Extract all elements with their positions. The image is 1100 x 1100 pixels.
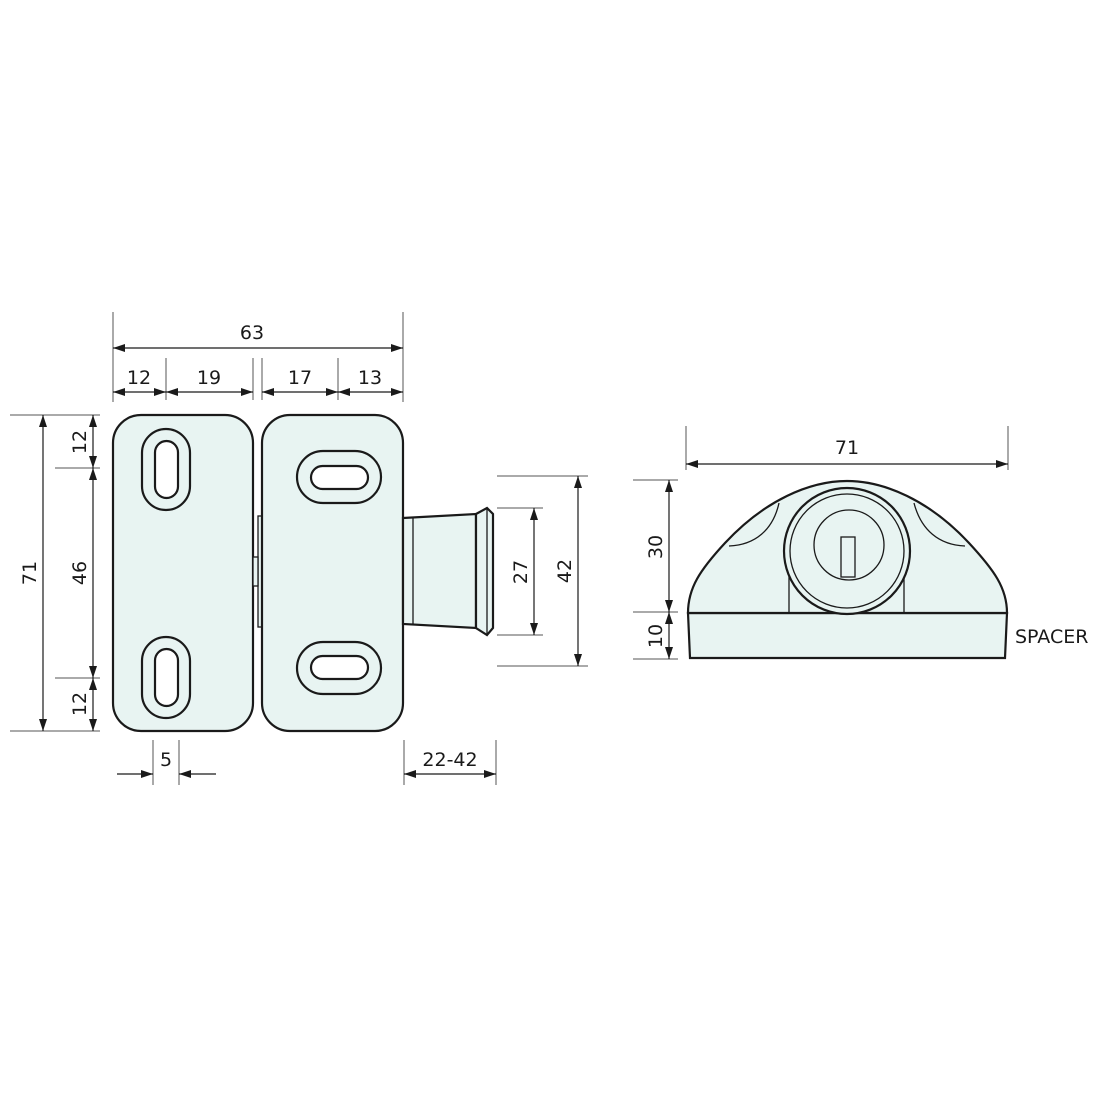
lock-cylinder-outer (782, 486, 912, 616)
right-plate-slot-bottom (295, 640, 383, 696)
dim-height-bottom: 12 (69, 692, 91, 716)
dim-overall-height: 71 (19, 561, 41, 585)
dim-width-3: 17 (288, 367, 312, 389)
dim-overall-width: 63 (240, 322, 264, 344)
right-plate-slot-top (295, 449, 383, 505)
dim-plunger-diameter: 27 (510, 560, 532, 584)
front-view: 63 12 19 17 13 71 12 46 12 27 42 (10, 312, 588, 785)
plunger (401, 506, 495, 637)
dim-width-1: 12 (127, 367, 151, 389)
dim-plunger-housing: 42 (554, 559, 576, 583)
lock-cylinder-inner (813, 509, 885, 581)
spacer (686, 611, 1009, 660)
spacer-label: SPACER (1015, 626, 1088, 648)
left-plate-slot-top (140, 427, 192, 512)
dim-width-4: 13 (358, 367, 382, 389)
dim-height-top: 12 (69, 430, 91, 454)
dim-side-width: 71 (835, 437, 859, 459)
dim-plunger-stroke: 22-42 (422, 749, 477, 771)
dim-width-2: 19 (197, 367, 221, 389)
left-plate-slot-bottom (140, 635, 192, 720)
side-view: 71 30 10 SPACER (633, 426, 1088, 660)
dim-hinge-gap: 5 (160, 749, 172, 771)
dim-height-middle: 46 (69, 561, 91, 585)
key-slot (840, 536, 856, 578)
dim-body-height: 30 (645, 535, 667, 559)
dim-spacer-height: 10 (645, 624, 667, 648)
